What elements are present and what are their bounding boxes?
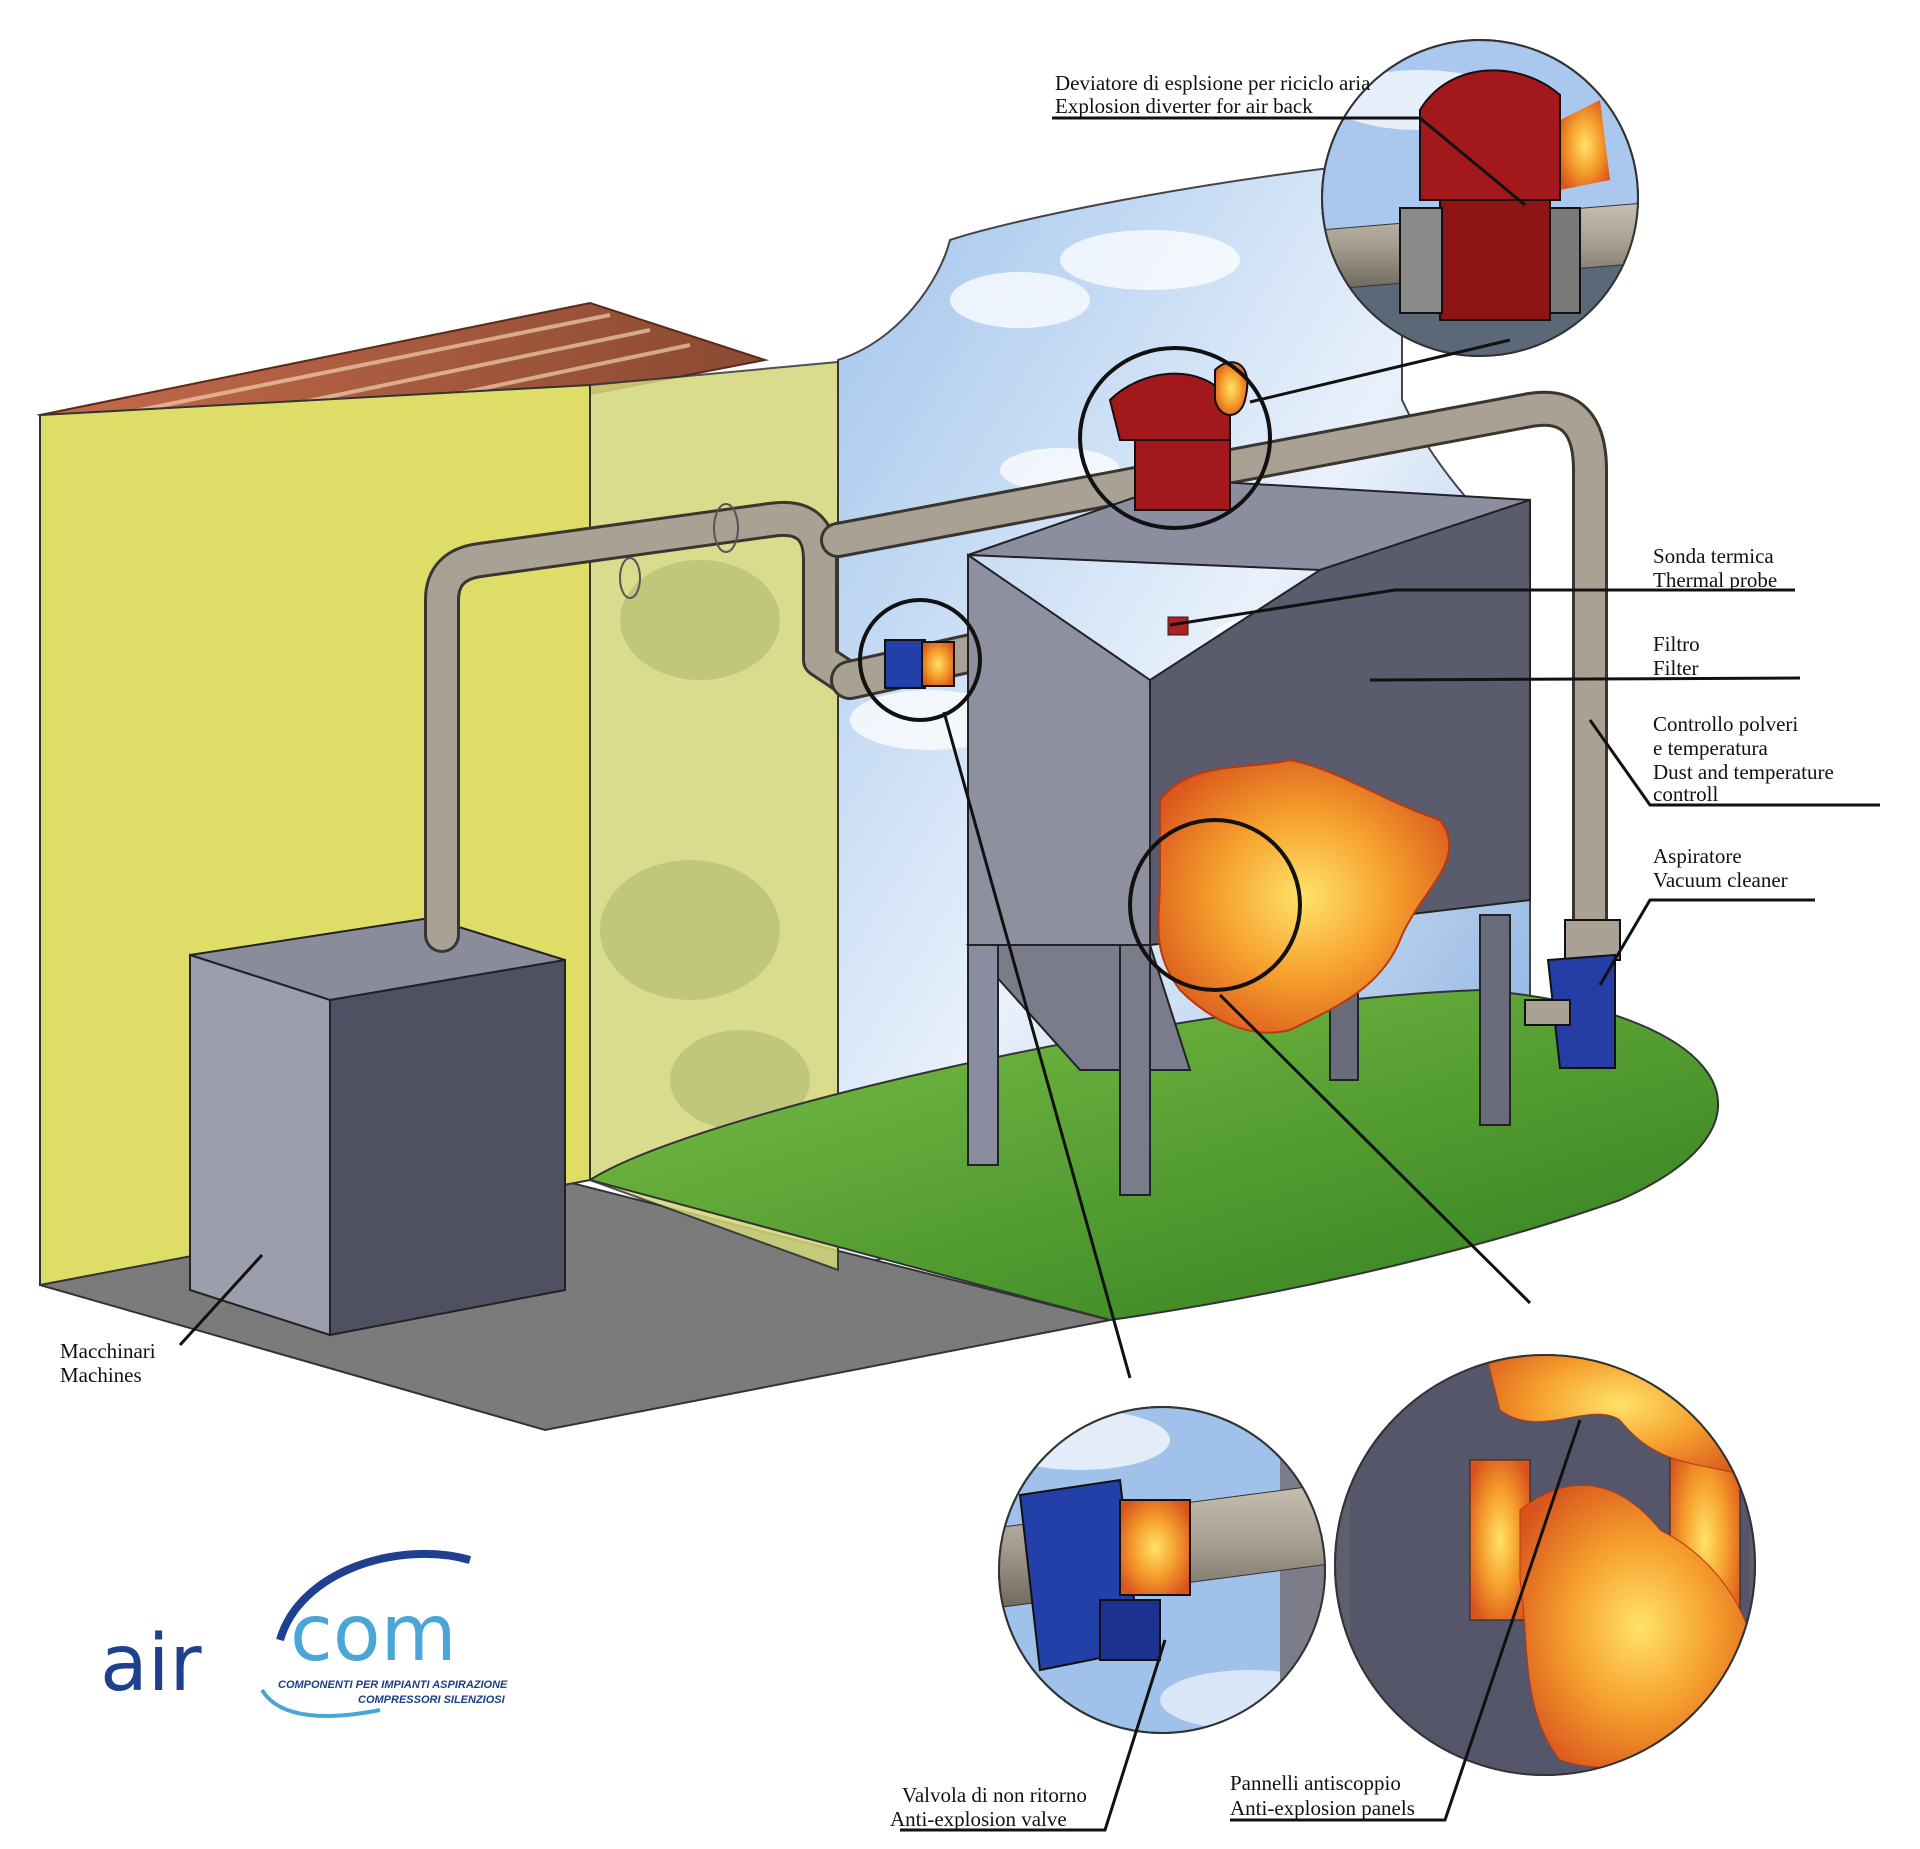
grass-floor bbox=[587, 988, 1720, 1322]
callout-thermal-probe-line2: Thermal probe bbox=[1653, 568, 1777, 592]
callout-thermal-probe: Sonda termica Thermal probe bbox=[1653, 544, 1777, 592]
callout-thermal-probe-line1: Sonda termica bbox=[1653, 544, 1774, 568]
duct-rings bbox=[619, 503, 739, 599]
callout-filter: Filtro Filter bbox=[1653, 632, 1700, 680]
callout-dust-control-line1: Controllo polveri bbox=[1653, 712, 1798, 736]
callout-panels-line2: Anti-explosion panels bbox=[1230, 1796, 1415, 1820]
logo-tagline-1: COMPONENTI PER IMPIANTI ASPIRAZIONE bbox=[278, 1679, 508, 1691]
callout-machines-line2: Machines bbox=[60, 1363, 142, 1387]
valve-small bbox=[884, 639, 955, 689]
callout-panels: Pannelli antiscoppio Anti-explosion pane… bbox=[1230, 1771, 1415, 1820]
logo-swoosh bbox=[276, 1549, 472, 1642]
filter-fire bbox=[1157, 758, 1451, 1034]
callout-dust-control: Controllo polveri e temperatura Dust and… bbox=[1653, 712, 1834, 806]
callout-machines: Macchinari Machines bbox=[60, 1339, 156, 1387]
callout-filter-line2: Filter bbox=[1653, 656, 1699, 680]
logo-com: com bbox=[290, 1589, 457, 1679]
highlight-circles bbox=[858, 346, 1302, 992]
callout-vacuum: Aspiratore Vacuum cleaner bbox=[1653, 844, 1788, 892]
leader-lines bbox=[178, 116, 1880, 1832]
main-duct bbox=[424, 390, 1608, 953]
callout-dust-control-line2: e temperatura bbox=[1653, 736, 1769, 760]
callout-valve-line1: Valvola di non ritorno bbox=[902, 1783, 1087, 1807]
callout-dust-control-line3: Dust and temperature bbox=[1653, 760, 1834, 784]
callout-valve-line2: Anti-explosion valve bbox=[890, 1807, 1067, 1831]
callout-diverter-line1: Deviatore di esplsione per riciclo aria bbox=[1055, 71, 1371, 95]
callout-machines-line1: Macchinari bbox=[60, 1339, 156, 1363]
zoom-diverter bbox=[1321, 39, 1639, 357]
zoom-panels bbox=[1334, 1354, 1756, 1776]
machine-box bbox=[189, 916, 566, 1337]
logo-tagline-2: COMPRESSORI SILENZIOSI bbox=[358, 1694, 506, 1706]
translucent-wall bbox=[589, 360, 839, 1272]
zoom-valve bbox=[998, 1406, 1326, 1734]
callout-panels-line1: Pannelli antiscoppio bbox=[1230, 1771, 1401, 1795]
aircom-logo: air com COMPONENTI PER IMPIANTI ASPIRAZI… bbox=[100, 1549, 508, 1718]
callout-vacuum-line1: Aspiratore bbox=[1653, 844, 1742, 868]
callout-diverter: Deviatore di esplsione per riciclo aria … bbox=[1055, 71, 1371, 118]
callout-valve: Valvola di non ritorno Anti-explosion va… bbox=[890, 1783, 1087, 1831]
diverter-small bbox=[1108, 361, 1249, 511]
callout-vacuum-line2: Vacuum cleaner bbox=[1653, 868, 1788, 892]
logo-air: air bbox=[100, 1619, 202, 1709]
wall-smoke bbox=[600, 560, 810, 1130]
callout-filter-line1: Filtro bbox=[1653, 632, 1700, 656]
callout-diverter-line2: Explosion diverter for air back bbox=[1055, 94, 1313, 118]
callout-dust-control-line4: controll bbox=[1653, 782, 1718, 806]
vacuum-cleaner bbox=[1524, 919, 1621, 1069]
